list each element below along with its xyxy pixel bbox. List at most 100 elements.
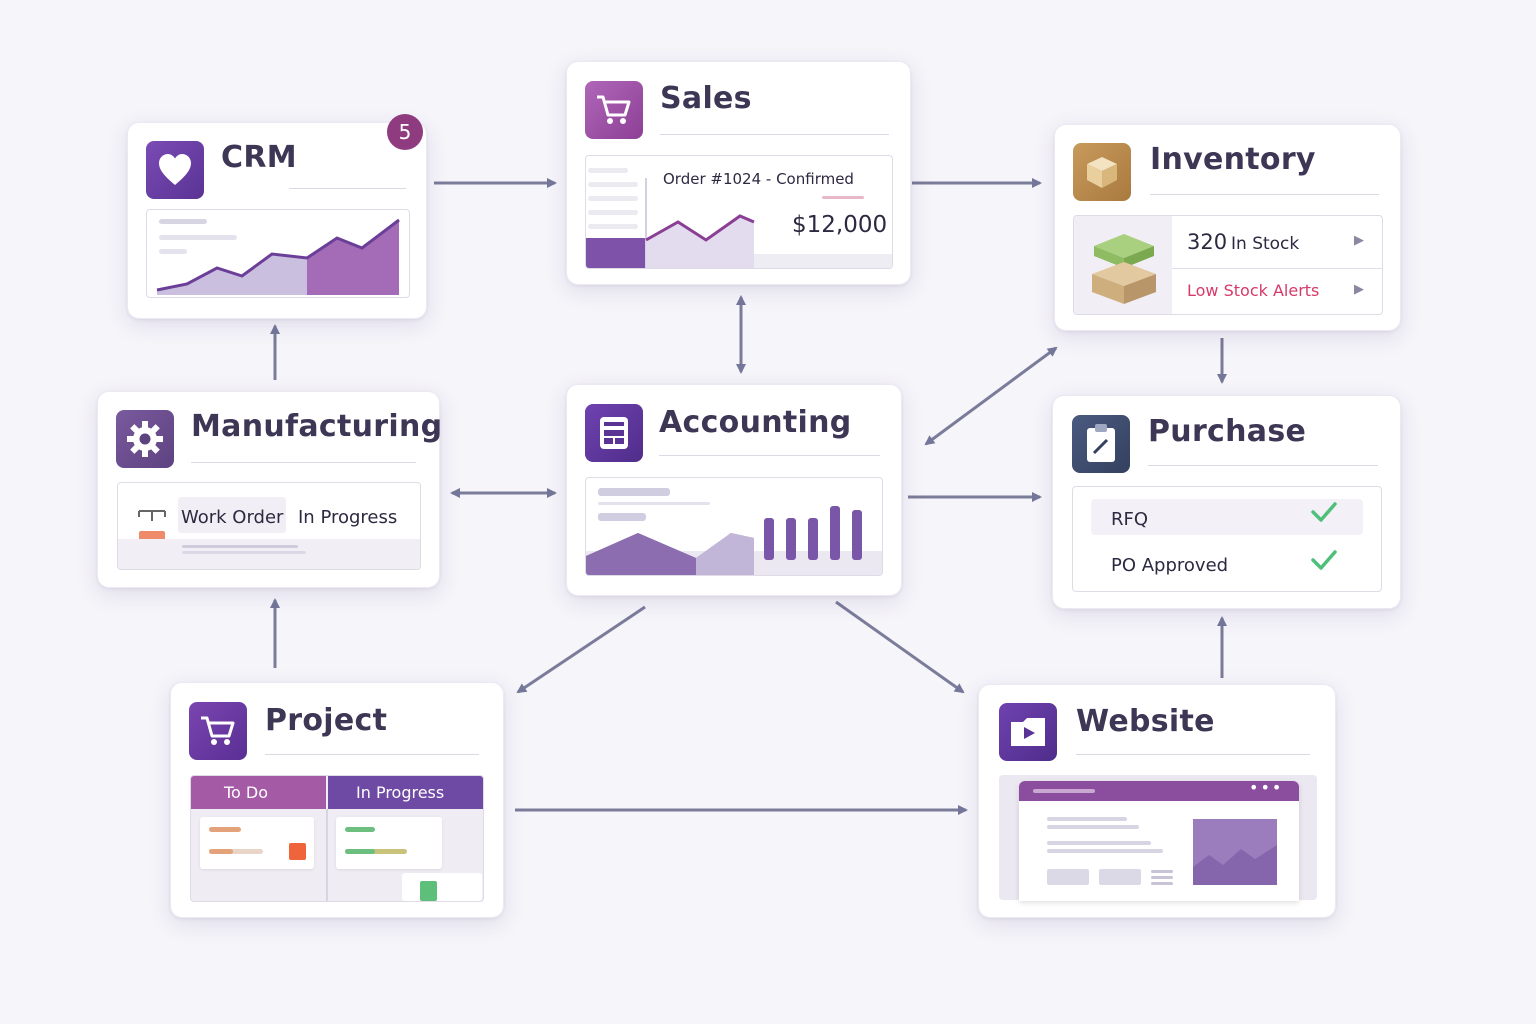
cart-icon [189, 702, 247, 760]
box-icon [1073, 143, 1131, 201]
accounting-chart-panel [585, 477, 883, 576]
inventory-card[interactable]: Inventory 320 In Stock ▶ Low Stock Alert… [1054, 124, 1401, 331]
arrow-accounting-to-website [835, 600, 965, 694]
sales-trend-chart [645, 178, 892, 268]
placeholder-line [588, 196, 638, 201]
ledger-icon [585, 404, 643, 462]
priority-flag [289, 843, 306, 860]
triangle-right-icon: ▶ [1354, 233, 1364, 248]
play-folder-icon [999, 703, 1057, 761]
order-amount: $12,000 [792, 212, 888, 238]
placeholder-line [588, 210, 638, 215]
placeholder-line [588, 182, 638, 187]
gear-icon [116, 410, 174, 468]
work-order-highlight [178, 497, 286, 533]
column-todo-label: To Do [224, 783, 269, 802]
purchase-title-rule [1148, 465, 1378, 466]
work-order-status: In Progress [298, 507, 398, 528]
accounting-bar [852, 510, 862, 560]
status-tag [420, 881, 437, 901]
accounting-bar [830, 506, 840, 560]
sales-title-rule [660, 134, 889, 135]
po-label: PO Approved [1111, 555, 1229, 576]
work-order-panel: Work Order In Progress [117, 482, 421, 570]
rfq-label: RFQ [1111, 509, 1149, 530]
website-title-rule [1076, 754, 1310, 755]
sales-bar-block [586, 238, 646, 268]
task-line [345, 849, 375, 854]
accent-line [822, 196, 864, 199]
crm-chart-panel [146, 209, 410, 298]
task-line [209, 849, 233, 854]
low-stock-alerts: Low Stock Alerts [1187, 281, 1320, 300]
task-card[interactable] [402, 873, 482, 901]
placeholder-line [588, 168, 628, 173]
stock-crate-icon [1092, 234, 1156, 304]
low-stock-row[interactable]: Low Stock Alerts ▶ [1172, 268, 1382, 314]
column-in-progress-label: In Progress [356, 783, 445, 802]
website-card[interactable]: Website ••• [978, 684, 1336, 918]
browser-titlebar: ••• [1019, 781, 1299, 801]
task-line [209, 849, 263, 854]
column-divider [326, 809, 328, 901]
crm-title: CRM [221, 140, 297, 175]
arrow-accounting-inventory [924, 346, 1058, 446]
placeholder-line [598, 513, 646, 521]
check-icon [1311, 550, 1337, 570]
manufacturing-title: Manufacturing [191, 409, 443, 444]
crm-card[interactable]: CRM 5 [127, 114, 427, 319]
check-icon [1311, 502, 1337, 522]
project-title-rule [265, 754, 479, 755]
browser-window: ••• [1019, 781, 1299, 901]
task-card[interactable] [200, 817, 314, 869]
accounting-title-rule [659, 455, 880, 456]
purchase-title: Purchase [1148, 414, 1307, 449]
task-card[interactable] [336, 817, 442, 869]
sales-title: Sales [660, 81, 752, 116]
rfq-row[interactable]: RFQ [1091, 499, 1363, 535]
website-title: Website [1076, 704, 1215, 739]
placeholder-line [1047, 841, 1151, 845]
placeholder-line [182, 551, 306, 554]
more-dots-icon[interactable]: ••• [1249, 781, 1284, 797]
cart-icon [585, 81, 643, 139]
po-row[interactable]: PO Approved [1091, 545, 1363, 581]
heart-icon [146, 141, 204, 199]
task-line [209, 827, 241, 832]
column-header-in-progress[interactable]: In Progress [328, 776, 483, 809]
placeholder-line [588, 224, 638, 229]
placeholder-line [1047, 849, 1163, 853]
mountain-image-icon [1193, 845, 1277, 885]
manufacturing-card[interactable]: Manufacturing Work Order In Progress [97, 391, 443, 588]
column-header-todo[interactable]: To Do [191, 776, 326, 809]
purchase-card[interactable]: Purchase RFQ PO Approved [1052, 395, 1401, 609]
purchase-panel: RFQ PO Approved [1072, 486, 1382, 592]
sales-panel: Order #1024 - Confirmed $12,000 [585, 155, 893, 269]
project-card[interactable]: Project To Do In Progress [170, 682, 504, 918]
placeholder-line [1047, 817, 1127, 821]
accounting-card[interactable]: Accounting [566, 384, 902, 596]
inventory-panel: 320 In Stock ▶ Low Stock Alerts ▶ [1073, 215, 1383, 315]
task-line [345, 849, 407, 854]
inventory-title: Inventory [1150, 142, 1316, 177]
task-line [345, 827, 375, 832]
project-title: Project [265, 703, 388, 738]
stock-count: 320 [1187, 230, 1228, 254]
stock-row[interactable]: 320 In Stock ▶ [1172, 216, 1382, 269]
crm-title-rule [289, 188, 406, 189]
stock-label: In Stock [1231, 234, 1300, 254]
menu-lines-icon[interactable] [1151, 869, 1173, 885]
sales-card[interactable]: Sales Order #1024 - Confirmed $12,000 [566, 61, 911, 285]
address-bar [1033, 789, 1095, 793]
placeholder-line [598, 488, 670, 496]
notification-badge[interactable]: 5 [387, 114, 423, 150]
crm-trend-chart [156, 218, 400, 295]
placeholder-line [159, 235, 237, 240]
placeholder-line [159, 249, 187, 254]
accounting-bar [808, 518, 818, 560]
button-placeholder[interactable] [1047, 869, 1089, 885]
hero-image [1193, 819, 1277, 885]
button-placeholder[interactable] [1099, 869, 1141, 885]
placeholder-line [182, 545, 298, 548]
